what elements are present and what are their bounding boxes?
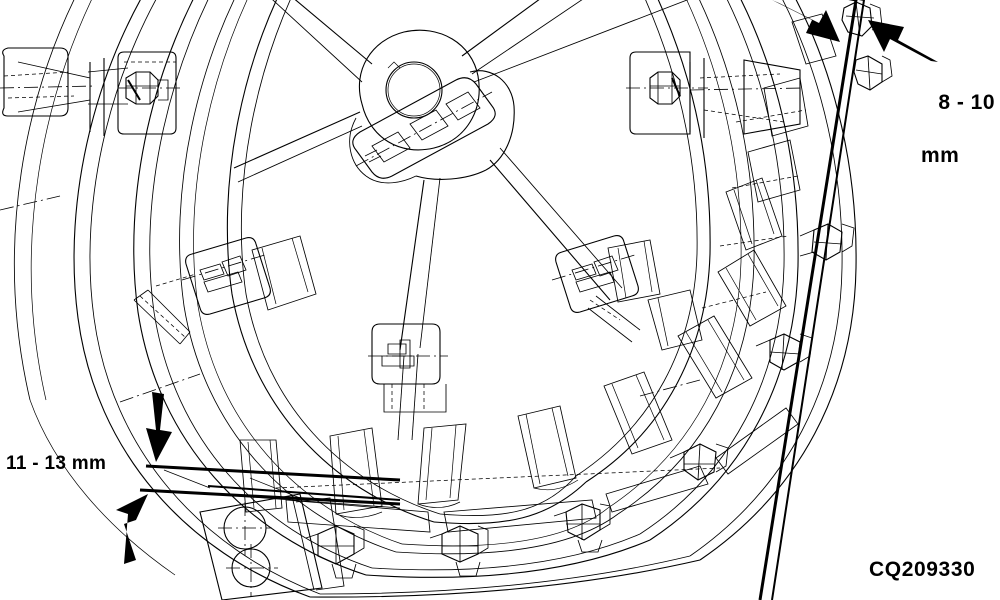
inner-rim-band <box>133 0 799 578</box>
callout-8-10mm-line2: mm <box>921 143 960 167</box>
flange-hex-nuts <box>305 1 893 579</box>
callout-8-10mm <box>758 0 938 600</box>
arrow-left-to-right <box>772 0 840 42</box>
radial-blades <box>239 177 787 518</box>
bracket-mid-left <box>133 237 271 345</box>
outer-shroud-arc <box>14 0 176 576</box>
spokes <box>233 0 689 441</box>
callout-label-8-10mm: 8 - 10 mm <box>913 64 995 222</box>
center-hub <box>349 29 515 184</box>
figure-id-label: CQ209330 <box>869 558 976 581</box>
callout-label-11-13mm: 11 - 13 mm <box>6 453 107 474</box>
center-lines <box>0 195 701 403</box>
callout-11-13mm <box>116 392 401 564</box>
ring-panels-right <box>701 13 837 309</box>
outer-ring-circle <box>73 0 857 598</box>
arrow-right-to-left <box>868 20 938 62</box>
left-paddle-assembly <box>0 47 182 136</box>
arrow-up <box>116 494 148 564</box>
bracket-bottom-center <box>368 323 448 413</box>
blade-root-ring <box>179 0 755 555</box>
right-paddle-assembly <box>626 51 805 138</box>
arrow-down <box>146 392 172 462</box>
bracket-mid-right <box>551 235 641 343</box>
callout-8-10mm-line1: 8 - 10 <box>938 91 996 115</box>
